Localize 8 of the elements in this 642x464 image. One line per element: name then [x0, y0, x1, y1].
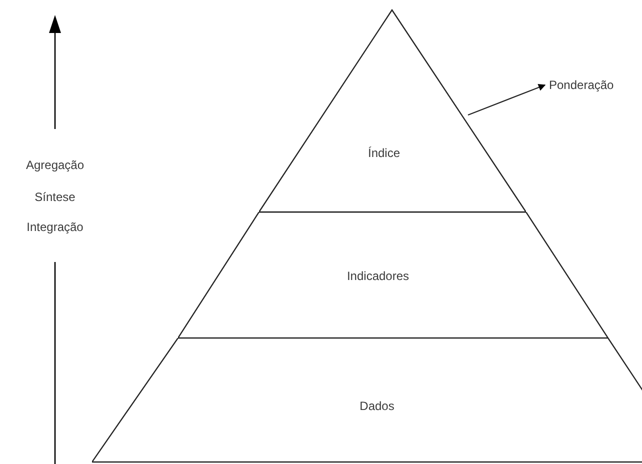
- arrow: [468, 84, 546, 116]
- axis-label: Agregação: [26, 158, 84, 172]
- tier-label: Indicadores: [346, 269, 410, 283]
- tier-label: Dados: [360, 399, 394, 413]
- tier-label: Índice: [368, 146, 400, 160]
- axis-label: Síntese: [34, 190, 76, 204]
- axis-label: Integração: [26, 220, 84, 234]
- arrow-label: Ponderação: [549, 78, 614, 92]
